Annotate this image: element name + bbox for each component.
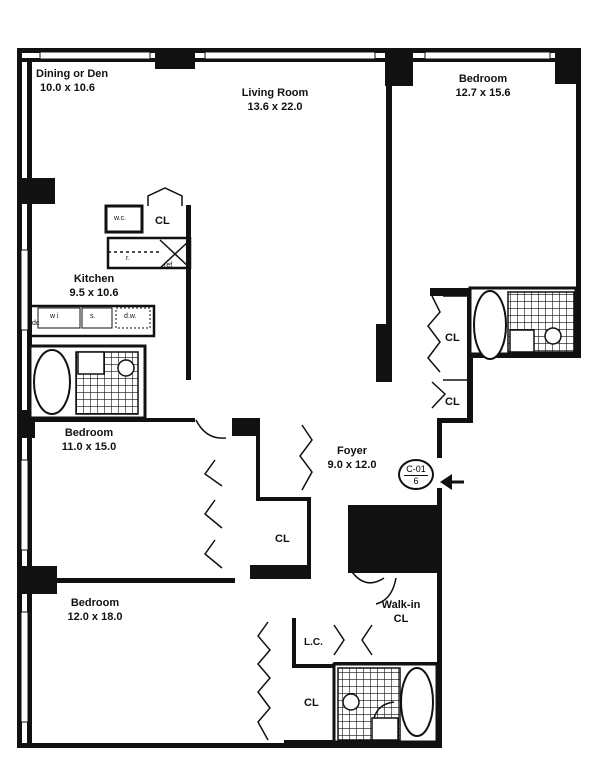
kitchen-counter-bottom bbox=[28, 304, 156, 338]
bathtub-w bbox=[33, 349, 71, 415]
closet-label-linen: L.C. bbox=[304, 637, 323, 648]
toilet-se bbox=[342, 693, 360, 711]
kitchen-counter-top bbox=[106, 236, 192, 270]
room-label-bedroom-ne: Bedroom 12.7 x 15.6 bbox=[455, 73, 511, 99]
closet-label-bedroom-ne-1: CL bbox=[445, 332, 460, 344]
room-label-kitchen: Kitchen 9.5 x 10.6 bbox=[69, 273, 119, 299]
bathtub-se bbox=[400, 667, 434, 737]
closet-doors bbox=[195, 295, 467, 741]
closet-label-walkin: Walk-in CL bbox=[381, 599, 421, 625]
wc-box bbox=[104, 204, 144, 234]
fixture-label-wc: w.c. bbox=[114, 215, 127, 222]
bath-se bbox=[332, 662, 439, 744]
windows bbox=[20, 51, 551, 723]
closet-label-foyer: CL bbox=[275, 533, 290, 545]
entry-arrow-icon bbox=[440, 474, 464, 490]
room-label-foyer: Foyer 9.0 x 12.0 bbox=[327, 445, 377, 471]
room-label-bedroom-sw: Bedroom 12.0 x 18.0 bbox=[67, 597, 123, 623]
room-label-dining: Dining or Den 10.0 x 10.6 bbox=[36, 68, 109, 94]
bathtub-ne bbox=[473, 290, 507, 360]
fixture-label-fridge: r. bbox=[126, 255, 130, 262]
kitchen-fixtures bbox=[28, 187, 192, 338]
unit-badge: C-01 6 bbox=[398, 459, 434, 490]
closet-label-kitchen: CL bbox=[155, 215, 170, 227]
bath-ne bbox=[468, 286, 578, 360]
fixture-label-ref: ref bbox=[164, 262, 173, 269]
sink-se bbox=[371, 717, 399, 741]
room-label-bedroom-w: Bedroom 11.0 x 15.0 bbox=[61, 427, 117, 453]
sink-ne bbox=[509, 329, 535, 353]
room-label-living: Living Room 13.6 x 22.0 bbox=[241, 87, 309, 113]
fixture-label-wi: w i bbox=[50, 313, 59, 320]
interior-walls bbox=[30, 84, 473, 748]
toilet-w bbox=[117, 359, 135, 377]
closet-label-bedroom-sw: CL bbox=[304, 697, 319, 709]
fixture-label-s: s. bbox=[90, 313, 96, 320]
toilet-ne bbox=[544, 327, 562, 345]
sink-w bbox=[77, 351, 105, 375]
bath-w bbox=[28, 344, 147, 420]
fixture-label-dw: d.w. bbox=[124, 313, 137, 320]
fixture-label-dc: dc bbox=[32, 320, 40, 327]
closet-label-bedroom-ne-2: CL bbox=[445, 396, 460, 408]
